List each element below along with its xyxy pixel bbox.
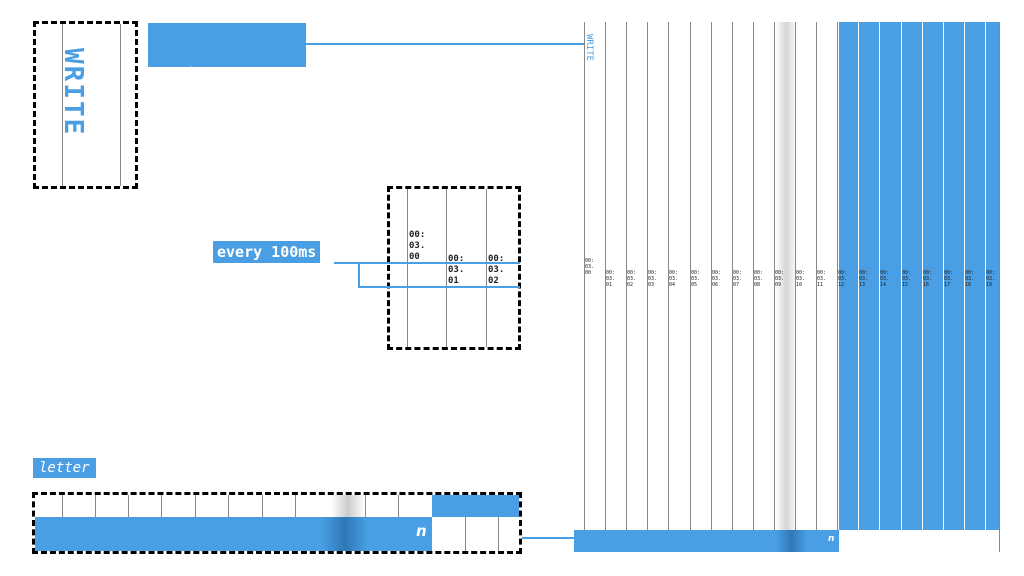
- n-label: n: [416, 522, 427, 540]
- right-tick-label: 00: 03. 14: [880, 270, 890, 288]
- right-tick-label: 00: 03. 02: [627, 270, 637, 288]
- letter-label: letter: [33, 458, 96, 478]
- right-tick-label: 00: 03. 10: [796, 270, 806, 288]
- section-label: Section: HOW to ‘say’: [148, 23, 306, 139]
- letter-grid: [35, 495, 519, 551]
- right-tick-label: 00: 03. 17: [944, 270, 954, 288]
- right-grid-line: [647, 22, 648, 552]
- interval-line-3: [486, 189, 487, 347]
- interval-line-1: [407, 189, 408, 347]
- right-grid-line: [668, 22, 669, 552]
- interval-connector-top: [334, 262, 520, 264]
- right-grid-line: [690, 22, 691, 552]
- right-grid-line: [584, 22, 585, 530]
- right-tick-label: 00: 03. 07: [733, 270, 743, 288]
- right-tick-label: 00: 03. 09: [775, 270, 785, 288]
- n-label-small: n: [828, 534, 835, 544]
- right-grid-line: [711, 22, 712, 552]
- right-tick-label: 00: 03. 03: [648, 270, 658, 288]
- mid-tick-label: 00: 03. 00: [409, 230, 426, 262]
- right-tick-label: 00: 03. 11: [817, 270, 827, 288]
- right-tick-label: 00: 03. 15: [902, 270, 912, 288]
- right-grid-line: [816, 22, 817, 552]
- right-grid-line: [985, 22, 986, 552]
- write-box-left-line: [62, 24, 63, 186]
- write-label: WRITE: [58, 48, 88, 137]
- right-highlight: [776, 22, 797, 530]
- right-grid-line: [999, 22, 1000, 552]
- right-grid-line: [732, 22, 733, 552]
- right-tick-label: 00: 03. 12: [838, 270, 848, 288]
- right-tick-label: 00: 03. 18: [965, 270, 975, 288]
- right-grid-line: [964, 22, 965, 552]
- interval-label: every 100ms: [213, 241, 321, 263]
- right-grid-line: [837, 22, 838, 552]
- letter-connector-line: [522, 537, 574, 539]
- right-grid-line: [901, 22, 902, 552]
- interval-line-2: [446, 189, 447, 347]
- section-connector-line: [306, 43, 584, 45]
- section-label-line2: HOW to ‘say’: [151, 121, 287, 139]
- right-tick-label: 00: 03. 08: [754, 270, 764, 288]
- right-grid-line: [795, 22, 796, 552]
- right-grid-line: [943, 22, 944, 552]
- right-bottom-bar: [574, 530, 839, 552]
- right-tick-label: 00: 03. 04: [669, 270, 679, 288]
- interval-box: [387, 186, 521, 350]
- right-grid-line: [858, 22, 859, 552]
- write-box-right-line: [120, 24, 121, 186]
- right-grid-line: [922, 22, 923, 552]
- interval-connector-bottom: [358, 286, 520, 288]
- right-tick-label: 00: 03. 06: [712, 270, 722, 288]
- right-grid-line: [774, 22, 775, 552]
- right-grid-line: [626, 22, 627, 552]
- letter-bar: [35, 517, 432, 551]
- mid-tick-label: 00: 03. 01: [448, 254, 465, 286]
- right-grid-line: [605, 22, 606, 552]
- write-label-small: WRITE: [584, 34, 594, 62]
- right-grid-line: [753, 22, 754, 552]
- letter-box: [32, 492, 522, 554]
- right-tick-label: 00: 03. 00: [585, 258, 595, 276]
- right-tick-label: 00: 03. 01: [606, 270, 616, 288]
- right-tick-label: 00: 03. 19: [986, 270, 996, 288]
- interval-connector-vertical: [358, 262, 360, 288]
- write-box: [33, 21, 138, 189]
- right-tick-label: 00: 03. 13: [859, 270, 869, 288]
- section-label-line1: Section:: [151, 64, 224, 82]
- right-blue-block: [839, 22, 999, 530]
- right-tick-label: 00: 03. 16: [923, 270, 933, 288]
- right-grid-line: [879, 22, 880, 552]
- right-tick-label: 00: 03. 05: [691, 270, 701, 288]
- mid-tick-label: 00: 03. 02: [488, 254, 505, 286]
